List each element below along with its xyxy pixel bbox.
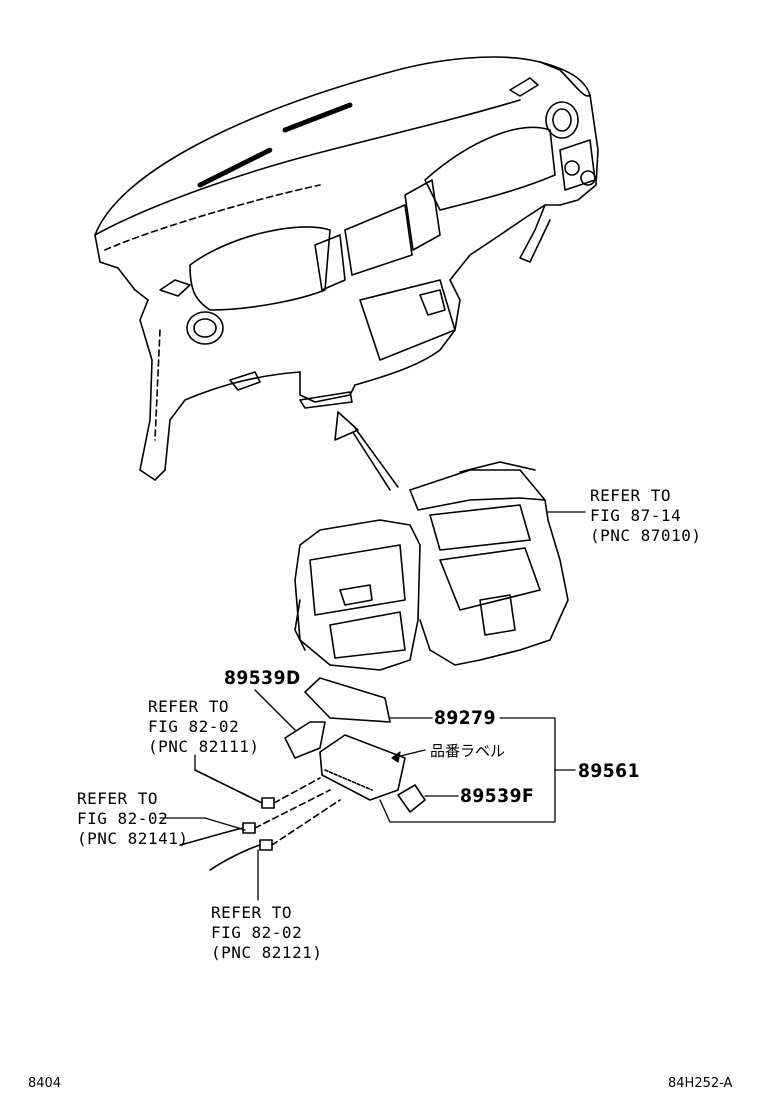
ref-fig-82-02-c-line3: (PNC 82121) bbox=[211, 943, 323, 962]
ref-fig-82-02-b-line1: REFER TO bbox=[77, 789, 159, 808]
control-unit-drawing bbox=[319, 734, 406, 801]
ref-fig-82-02-a-line3: (PNC 82111) bbox=[148, 737, 260, 756]
instrument-panel-drawing bbox=[94, 56, 599, 481]
ref-fig-87-14-line3: (PNC 87010) bbox=[590, 526, 702, 545]
leader-lines bbox=[159, 511, 586, 901]
ref-fig-82-02-a-line1: REFER TO bbox=[148, 697, 230, 716]
ref-fig-82-02-c-line2: FIG 82-02 bbox=[211, 923, 303, 942]
part-number-89279: 89279 bbox=[434, 707, 496, 729]
part-label-note: 品番ラベル bbox=[430, 742, 506, 760]
figure-code-left: 8404 bbox=[28, 1076, 62, 1091]
up-arrow-icon bbox=[334, 411, 399, 491]
part-number-89561: 89561 bbox=[578, 760, 640, 782]
part-number-89539f: 89539F bbox=[460, 785, 535, 807]
ref-fig-82-02-a-line2: FIG 82-02 bbox=[148, 717, 240, 736]
ref-fig-82-02-b-line2: FIG 82-02 bbox=[77, 809, 169, 828]
figure-code-right: 84H252-A bbox=[668, 1076, 733, 1091]
ref-fig-87-14-line2: FIG 87-14 bbox=[590, 506, 682, 525]
ref-fig-87-14-line1: REFER TO bbox=[590, 486, 672, 505]
bracket-89539f-drawing bbox=[397, 784, 426, 813]
label-sheet-drawing bbox=[304, 677, 391, 723]
bracket-89539d-drawing bbox=[284, 721, 326, 759]
part-number-89539d: 89539D bbox=[224, 667, 301, 689]
heater-unit-drawing bbox=[294, 461, 569, 671]
ref-fig-82-02-c-line1: REFER TO bbox=[211, 903, 293, 922]
wire-harness-drawing bbox=[179, 769, 341, 871]
ref-fig-82-02-b-line3: (PNC 82141) bbox=[77, 829, 189, 848]
